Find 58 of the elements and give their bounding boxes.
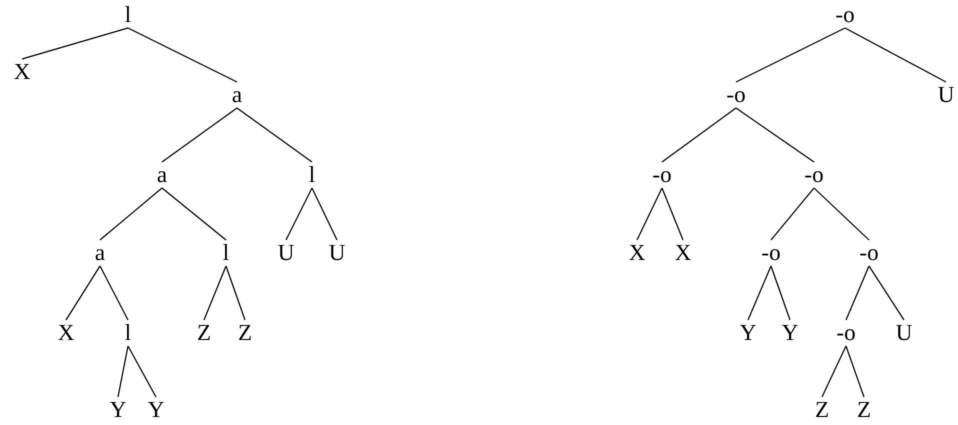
tree-node-label: X (628, 240, 646, 266)
tree-branch (162, 188, 226, 240)
tree-node-label: -o (725, 82, 747, 108)
tree-branch (128, 27, 238, 83)
tree-node-label: Y (780, 320, 800, 346)
tree-branch (99, 266, 129, 320)
tree-branch (662, 108, 736, 162)
tree-node-label: -o (760, 240, 782, 266)
tree-branch (845, 266, 870, 320)
tree-branch (22, 27, 128, 60)
tree-branch (236, 108, 312, 162)
tree-node-label: l (124, 2, 132, 28)
tree-branch (868, 266, 904, 320)
tree-branch (736, 27, 846, 83)
tree-branch (661, 188, 684, 240)
tree-branch (285, 188, 313, 240)
tree-node-label: Z (856, 397, 872, 423)
tree-branch (162, 108, 238, 162)
tree-branch (747, 266, 772, 320)
tree-branch (203, 266, 227, 320)
tree-branch (225, 266, 246, 320)
tree-node-label: X (12, 59, 32, 85)
tree-node-label: U (894, 320, 914, 346)
tree-node-label: Z (236, 320, 254, 346)
tree-node-label: Y (146, 397, 166, 423)
tree-branch (636, 188, 663, 240)
tree-branch (736, 108, 814, 162)
tree-node-label: Z (814, 397, 830, 423)
tree-branch (117, 346, 129, 398)
tree-node-label: Z (196, 320, 212, 346)
tree-node-label: -o (835, 320, 857, 346)
tree-node-label: l (222, 240, 230, 266)
tree-node-label: a (156, 162, 168, 188)
tree-node-label: -o (651, 162, 673, 188)
tree-node-label: U (328, 240, 346, 266)
tree-node-label: a (230, 82, 244, 108)
tree-branch (845, 346, 865, 398)
tree-branch (311, 188, 338, 240)
tree-branch (770, 188, 814, 240)
tree-node-label: Y (738, 320, 758, 346)
tree-branch (814, 188, 870, 240)
tree-branch (127, 346, 157, 398)
tree-branch (66, 266, 100, 320)
tree-node-label: X (56, 320, 76, 346)
tree-node-label: l (124, 320, 132, 346)
tree-node-label: Y (108, 397, 128, 423)
tree-node-label: l (308, 162, 316, 188)
tree-node-label: -o (803, 162, 825, 188)
tree-node-label: -o (858, 240, 880, 266)
tree-branch (844, 27, 946, 83)
tree-node-label: U (276, 240, 296, 266)
tree-node-label: -o (834, 2, 856, 28)
tree-node-label: X (674, 240, 692, 266)
tree-branch (821, 346, 847, 398)
tree-node-label: U (936, 82, 956, 108)
tree-branch (100, 188, 162, 240)
tree-branch (770, 266, 791, 320)
tree-node-label: a (94, 240, 106, 266)
